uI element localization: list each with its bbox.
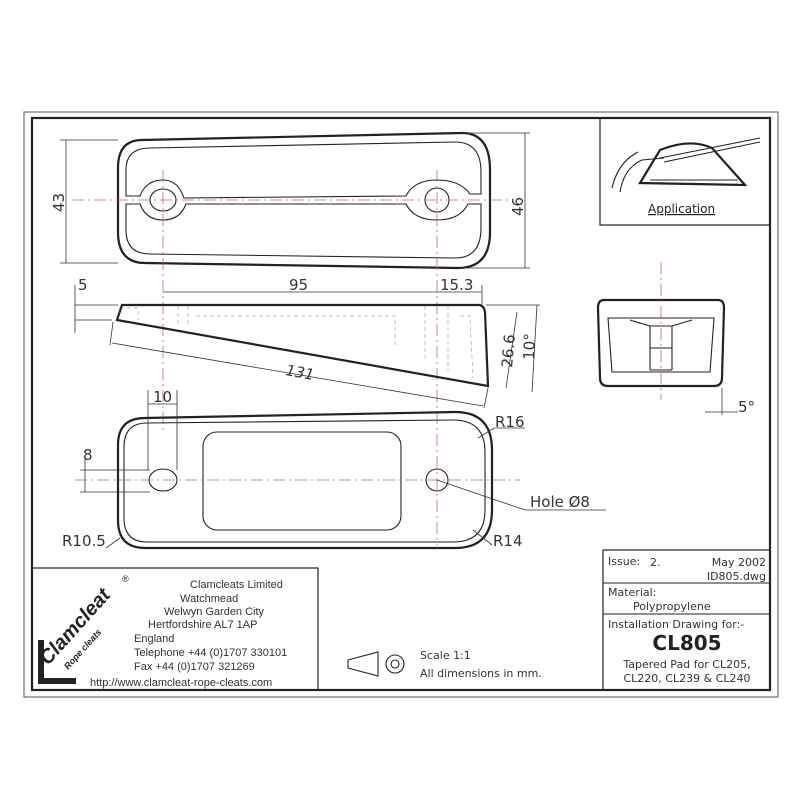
dim-15-3: 15.3 <box>440 276 473 294</box>
address-line-1: Watchmead <box>180 593 238 605</box>
bottom-view <box>75 390 606 550</box>
scale-text: Scale 1:1 <box>420 649 471 662</box>
application-label: Application <box>648 202 715 216</box>
application-box <box>599 117 771 226</box>
material-value: Polypropylene <box>633 600 711 613</box>
dim-r10-5: R10.5 <box>62 532 106 550</box>
dim-46: 46 <box>509 197 527 216</box>
dim-r14: R14 <box>493 532 523 550</box>
clamcleat-logo: Clamcleat Rope cleats ® <box>35 574 129 684</box>
end-view <box>596 262 738 415</box>
svg-text:®: ® <box>122 574 129 584</box>
address-line-2: Welwyn Garden City <box>164 606 265 618</box>
top-view <box>60 131 530 545</box>
website-link[interactable]: http://www.clamcleat-rope-cleats.com <box>90 677 272 689</box>
fax: Fax +44 (0)1707 321269 <box>134 661 255 673</box>
date: May 2002 <box>712 556 766 569</box>
dim-95: 95 <box>289 276 308 294</box>
inner-frame <box>30 116 772 692</box>
part-number: CL805 <box>652 631 721 655</box>
side-view <box>74 285 540 409</box>
issue-label: Issue: <box>608 555 640 568</box>
telephone: Telephone +44 (0)1707 330101 <box>134 647 287 659</box>
application-illustration <box>611 137 761 193</box>
dim-10-deg: 10° <box>520 333 539 360</box>
description-line-1: Tapered Pad for CL205, <box>622 658 750 671</box>
material-label: Material: <box>608 586 656 599</box>
dim-8: 8 <box>83 446 93 464</box>
hole-label: Hole Ø8 <box>530 493 590 511</box>
address-line-3: Hertfordshire AL7 1AP <box>148 619 257 631</box>
company-name: Clamcleats Limited <box>190 579 283 591</box>
outer-frame <box>23 111 779 698</box>
dim-r16: R16 <box>495 413 525 431</box>
dim-5-deg: 5° <box>738 398 755 416</box>
file-name: ID805.dwg <box>707 570 766 583</box>
units-text: All dimensions in mm. <box>420 667 542 680</box>
description-line-2: CL220, CL239 & CL240 <box>624 672 751 685</box>
dim-131: 131 <box>284 361 315 384</box>
address-line-4: England <box>134 633 174 645</box>
projection-symbol <box>347 651 405 677</box>
title-block <box>602 549 771 691</box>
dim-26-6: 26.6 <box>498 334 519 369</box>
dim-43: 43 <box>50 193 68 212</box>
dim-10: 10 <box>153 388 172 406</box>
installation-label: Installation Drawing for:- <box>608 618 744 631</box>
dim-5: 5 <box>78 276 88 294</box>
issue-value: 2. <box>650 556 661 569</box>
company-box <box>31 567 319 691</box>
